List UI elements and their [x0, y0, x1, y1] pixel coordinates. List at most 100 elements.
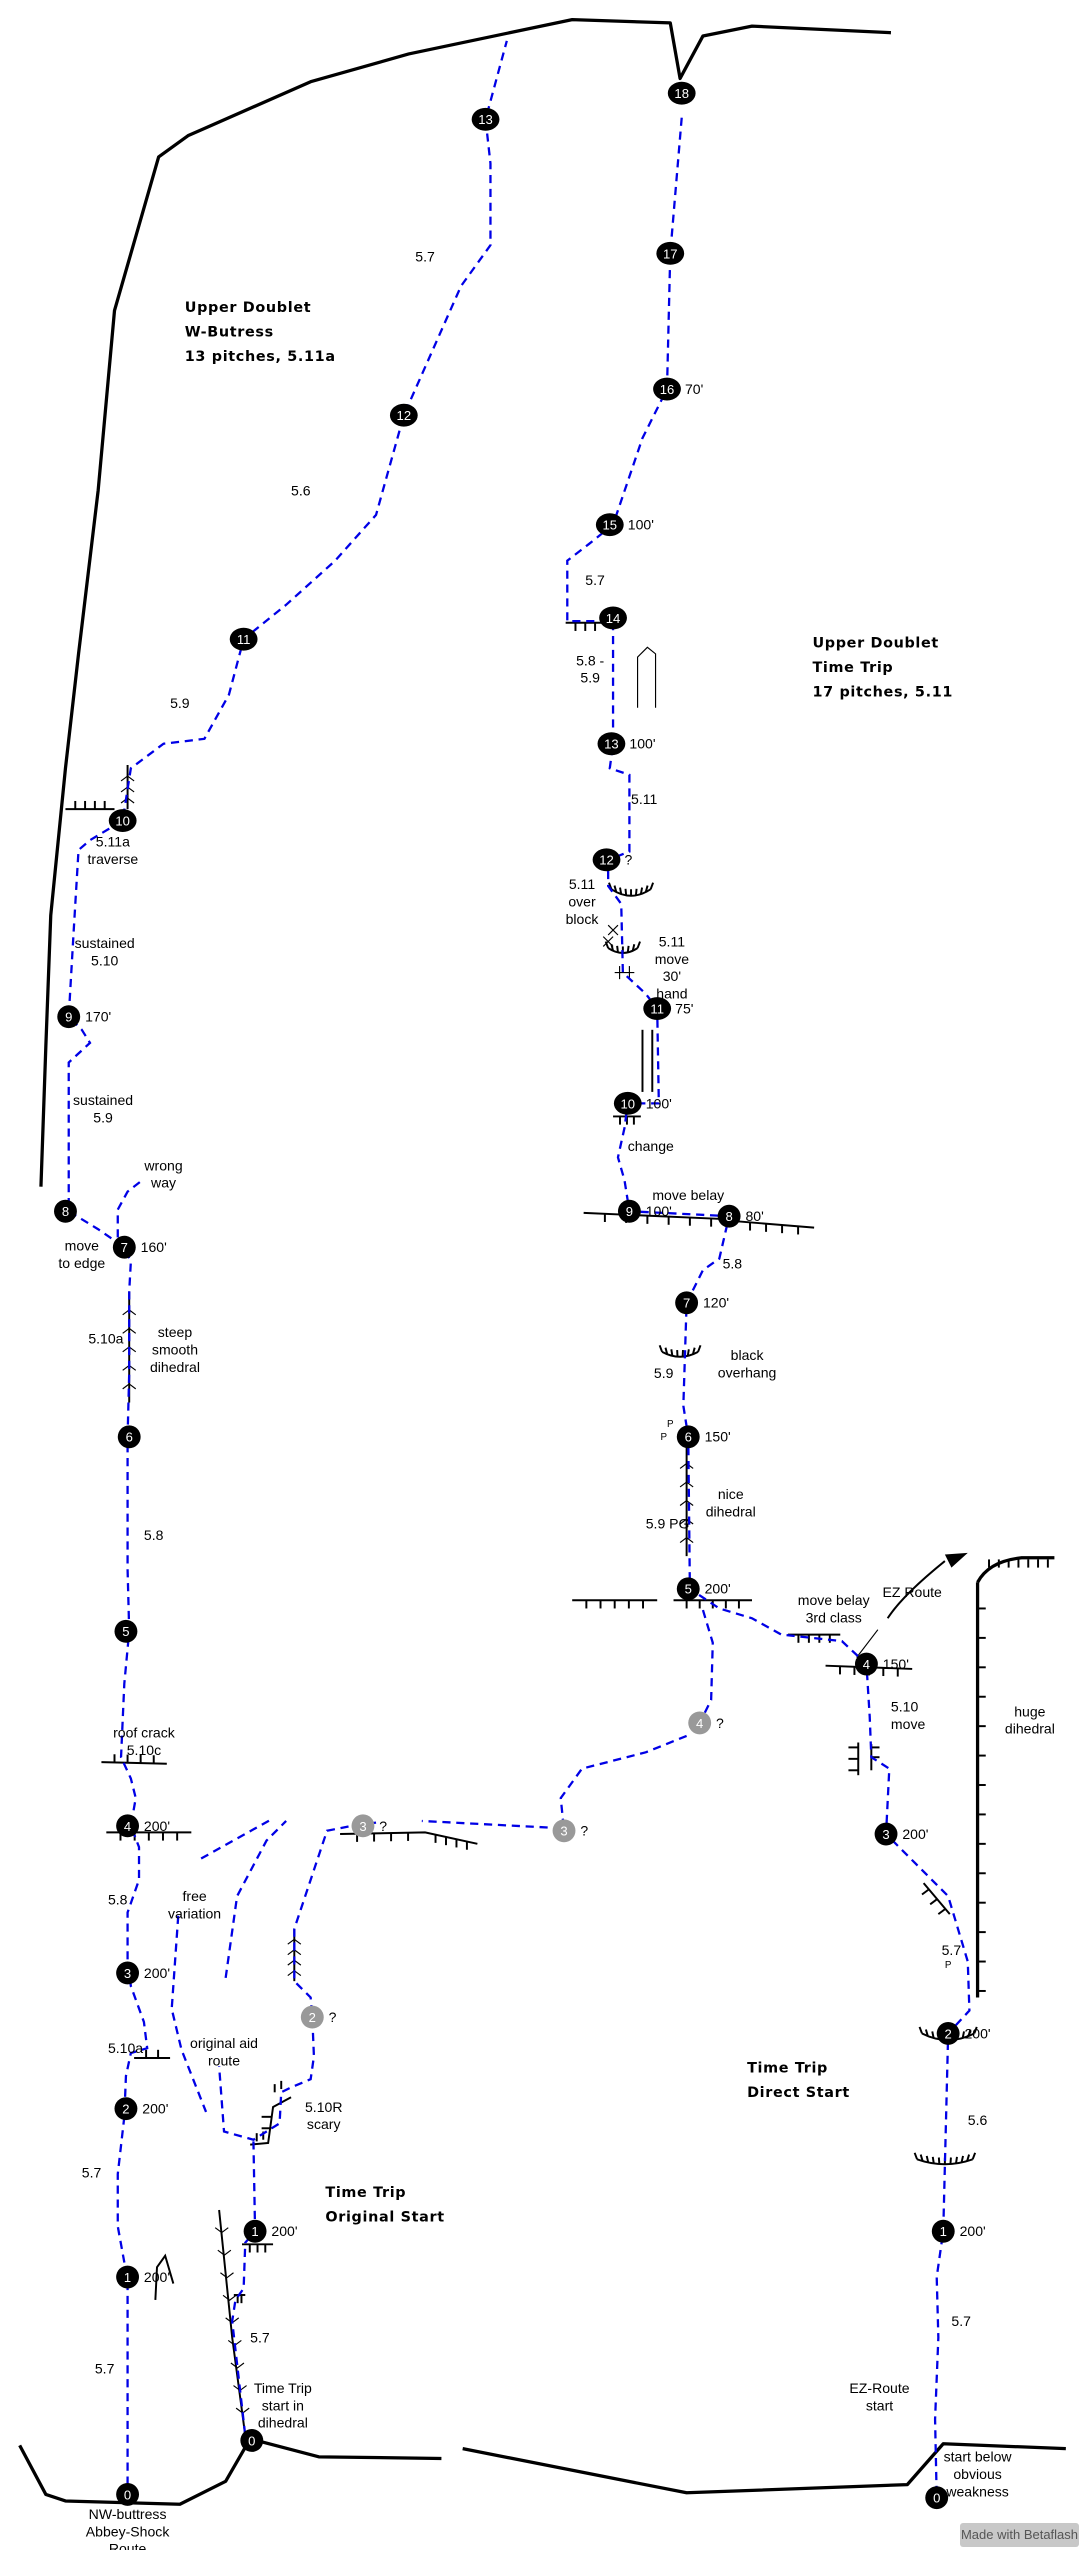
label-line: 5.7 — [95, 2360, 115, 2376]
belay-number: 10 — [621, 1096, 636, 1111]
w-buttress-route — [67, 40, 508, 2485]
title-line: 17 pitches, 5.11 — [812, 684, 953, 700]
label-line: dihedral — [706, 1503, 756, 1519]
belay-circle — [116, 2265, 140, 2289]
belay-marker: 12 — [389, 403, 418, 427]
label-line: start below — [944, 2449, 1013, 2465]
belay-circle — [57, 1005, 81, 1029]
pitch-length: 70' — [685, 381, 703, 397]
overhang-tick — [631, 944, 636, 952]
label-line: 5.10R — [305, 2099, 342, 2115]
label-line: P — [945, 1960, 952, 1971]
route-label: move belay — [652, 1187, 724, 1203]
uncertain-route — [698, 1609, 714, 1724]
route-label: P — [945, 1960, 952, 1971]
pitch-length: 100' — [646, 1203, 672, 1219]
belay-number: 12 — [599, 853, 614, 868]
title-line: Original Start — [325, 2209, 444, 2225]
belay-circle — [552, 1819, 576, 1843]
label-line: sustained — [73, 1092, 133, 1108]
route-label: 5.7 — [95, 2360, 115, 2376]
label-line: block — [566, 911, 600, 927]
overhang-tick — [616, 945, 619, 953]
belay-number: 7 — [121, 1240, 128, 1255]
uncertain-route — [559, 1734, 688, 1831]
pitch-length: 200' — [965, 2025, 991, 2041]
label-line: huge — [1014, 1703, 1045, 1719]
label-line: 5.9 — [170, 695, 190, 711]
pitch-length: ? — [625, 852, 633, 868]
belay-circle — [471, 107, 500, 131]
route-lines — [67, 40, 971, 2498]
route-label: 5.8 — [723, 1255, 743, 1271]
belay-circle — [597, 732, 626, 756]
belay-number: 12 — [397, 408, 412, 423]
title-direct-start: Time Trip Direct Start — [747, 2061, 850, 2102]
overhang-tick — [624, 888, 628, 896]
label-line: change — [628, 1138, 674, 1154]
label-line: 5.7 — [82, 2164, 102, 2180]
belay-number: 8 — [62, 1204, 69, 1219]
label-line: 5.9 — [93, 1109, 113, 1125]
overhang-tick — [919, 2154, 924, 2162]
overhang-tick — [973, 2026, 978, 2034]
belay-number: 11 — [237, 632, 251, 647]
belay-number: 4 — [696, 1716, 703, 1731]
label-line: overhang — [718, 1364, 777, 1380]
label-line: weakness — [945, 2483, 1008, 2499]
route-label: P — [660, 1432, 667, 1443]
chevron-icon — [679, 1518, 694, 1525]
belay-number: 16 — [660, 382, 675, 397]
chevron-icon — [222, 2294, 237, 2301]
belay-number: 3 — [359, 1819, 366, 1834]
label-line: 5.10 — [891, 1698, 919, 1714]
route-label: 5.6 — [968, 2112, 988, 2128]
pitch-length: ? — [580, 1823, 588, 1839]
belay-marker: 0 — [925, 2486, 949, 2510]
watermark-badge: Made with Betaflash — [960, 2523, 1079, 2547]
pitch-length: 100' — [629, 736, 655, 752]
route-label: 5.11 — [631, 791, 657, 807]
label-line: 5.7 — [250, 2329, 270, 2345]
belay-marker: 4? — [688, 1711, 724, 1735]
route-label: 5.6 — [291, 482, 311, 498]
belay-marker: 0 — [240, 2429, 264, 2452]
label-line: obvious — [953, 2466, 1001, 2482]
title-line: Direct Start — [747, 2085, 850, 2101]
pitch-length: 80' — [745, 1208, 763, 1224]
ground-line-left — [18, 2437, 442, 2506]
chevron-icon — [220, 2272, 234, 2279]
label-line: traverse — [87, 851, 138, 867]
label-line: dihedral — [150, 1359, 200, 1375]
chevron-icon — [120, 775, 135, 782]
belay-number: 18 — [674, 86, 689, 101]
overhang-tick — [691, 1347, 696, 1355]
pitch-length: ? — [716, 1715, 724, 1731]
belay-marker: 18 — [667, 81, 696, 105]
label-line: over — [568, 894, 596, 910]
corner-line — [250, 2096, 292, 2146]
belay-marker: 3? — [552, 1819, 588, 1843]
belay-circle — [243, 2219, 267, 2243]
belay-number: 3 — [124, 1966, 131, 1981]
belay-number: 11 — [650, 1001, 664, 1016]
label-line: wrong — [143, 1157, 182, 1173]
arrow-head-icon — [944, 1552, 968, 1568]
pitch-length: 200' — [705, 1581, 731, 1597]
uncertain-route — [217, 1821, 377, 2141]
belay-number: 14 — [606, 611, 621, 626]
belay-marker: 13 — [471, 107, 500, 131]
belay-number: 15 — [603, 518, 618, 533]
belay-circle — [592, 848, 621, 872]
